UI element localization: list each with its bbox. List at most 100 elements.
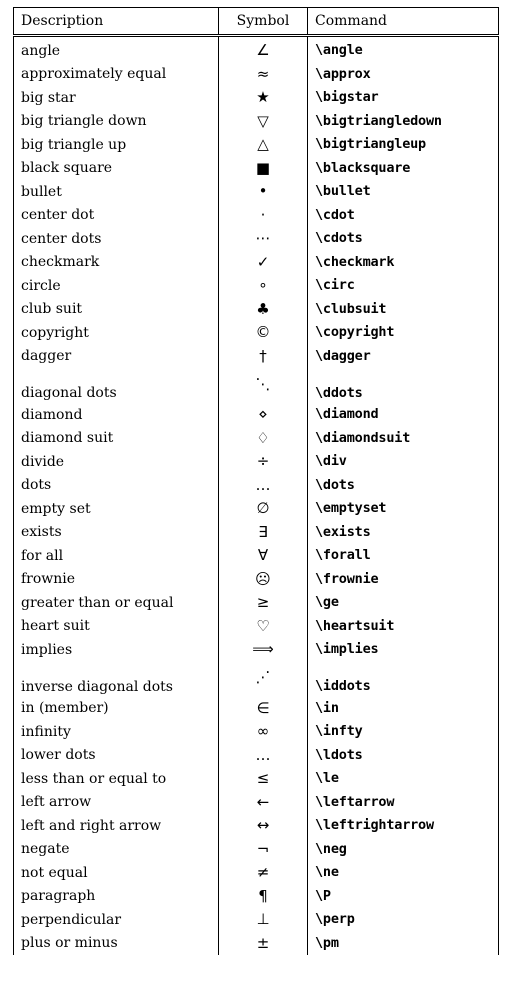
command-cell: \perp [307,908,499,932]
command-cell: \forall [307,544,499,568]
description-cell: heart suit [13,614,219,638]
table-row: big triangle up△\bigtriangleup [13,133,499,157]
table-row: inverse diagonal dots⋰\iddots [13,661,499,697]
symbol-cell: ✓ [218,250,308,274]
command-cell: \diamond [307,403,499,427]
symbol-cell: † [218,344,308,368]
symbol-cell: ÷ [218,450,308,474]
description-cell: for all [13,544,219,568]
table-row: left and right arrow↔\leftrightarrow [13,814,499,838]
command-cell: \exists [307,520,499,544]
header-symbol: Symbol [218,7,308,36]
table-row: perpendicular⊥\perp [13,908,499,932]
table-row: diamond suit♢\diamondsuit [13,426,499,450]
symbol-cell: ⊥ [218,908,308,932]
description-cell: perpendicular [13,908,219,932]
symbol-cell: ⋯ [218,227,308,251]
description-cell: infinity [13,720,219,744]
description-cell: dagger [13,344,219,368]
command-cell: \blacksquare [307,156,499,180]
command-cell: \leftrightarrow [307,814,499,838]
description-cell: center dot [13,203,219,227]
symbol-cell: ▽ [218,109,308,133]
symbol-cell: ≠ [218,861,308,885]
table-row: approximately equal≈\approx [13,62,499,86]
description-cell: in (member) [13,696,219,720]
description-cell: circle [13,274,219,298]
description-cell: lower dots [13,743,219,767]
command-cell: \ddots [307,368,499,403]
description-cell: not equal [13,861,219,885]
command-cell: \leftarrow [307,790,499,814]
symbol-cell: ¶ [218,884,308,908]
table-row: checkmark✓\checkmark [13,250,499,274]
command-cell: \clubsuit [307,297,499,321]
command-cell: \ldots [307,743,499,767]
description-cell: big star [13,86,219,110]
table-row: lower dots…\ldots [13,743,499,767]
table-row: diamond⋄\diamond [13,403,499,427]
description-cell: checkmark [13,250,219,274]
table-row: less than or equal to≤\le [13,767,499,791]
command-cell: \bigstar [307,86,499,110]
description-cell: bullet [13,180,219,204]
symbol-cell: ♣ [218,297,308,321]
description-cell: divide [13,450,219,474]
description-cell: left arrow [13,790,219,814]
table-row: exists∃\exists [13,520,499,544]
symbol-cell: ⋰ [218,661,308,697]
symbol-cell: ← [218,790,308,814]
description-cell: approximately equal [13,62,219,86]
description-cell: copyright [13,321,219,345]
command-cell: \copyright [307,321,499,345]
table-row: center dots⋯\cdots [13,227,499,251]
command-cell: \cdot [307,203,499,227]
symbol-cell: ∈ [218,696,308,720]
table-row: in (member)∈\in [13,696,499,720]
table-row: dots…\dots [13,473,499,497]
description-cell: empty set [13,497,219,521]
command-cell: \P [307,884,499,908]
symbol-cell: ≥ [218,591,308,615]
command-cell: \ne [307,861,499,885]
symbol-cell: … [218,743,308,767]
description-cell: less than or equal to [13,767,219,791]
symbol-cell: ∀ [218,544,308,568]
table-row: divide÷\div [13,450,499,474]
table-header: Description Symbol Command [13,7,499,36]
symbol-cell: ± [218,931,308,955]
symbol-cell: ∅ [218,497,308,521]
command-cell: \approx [307,62,499,86]
command-cell: \infty [307,720,499,744]
description-cell: frownie [13,567,219,591]
command-cell: \dots [307,473,499,497]
description-cell: negate [13,837,219,861]
table-row: left arrow←\leftarrow [13,790,499,814]
symbol-cell: ⋱ [218,368,308,403]
table-row: not equal≠\ne [13,861,499,885]
description-cell: greater than or equal [13,591,219,615]
header-command: Command [307,7,499,36]
description-cell: club suit [13,297,219,321]
table-row: paragraph¶\P [13,884,499,908]
table-row: heart suit♡\heartsuit [13,614,499,638]
command-cell: \checkmark [307,250,499,274]
command-cell: \angle [307,34,499,63]
symbol-cell: • [218,180,308,204]
symbol-cell: ∘ [218,274,308,298]
symbol-cell: △ [218,133,308,157]
header-row: Description Symbol Command [13,7,499,36]
table-row: big star★\bigstar [13,86,499,110]
symbol-cell: ∞ [218,720,308,744]
command-cell: \emptyset [307,497,499,521]
description-cell: paragraph [13,884,219,908]
symbol-cell: ⋄ [218,403,308,427]
command-cell: \dagger [307,344,499,368]
table-row: circle∘\circ [13,274,499,298]
command-cell: \diamondsuit [307,426,499,450]
symbol-cell: ♡ [218,614,308,638]
command-cell: \circ [307,274,499,298]
description-cell: big triangle down [13,109,219,133]
symbol-cell: … [218,473,308,497]
